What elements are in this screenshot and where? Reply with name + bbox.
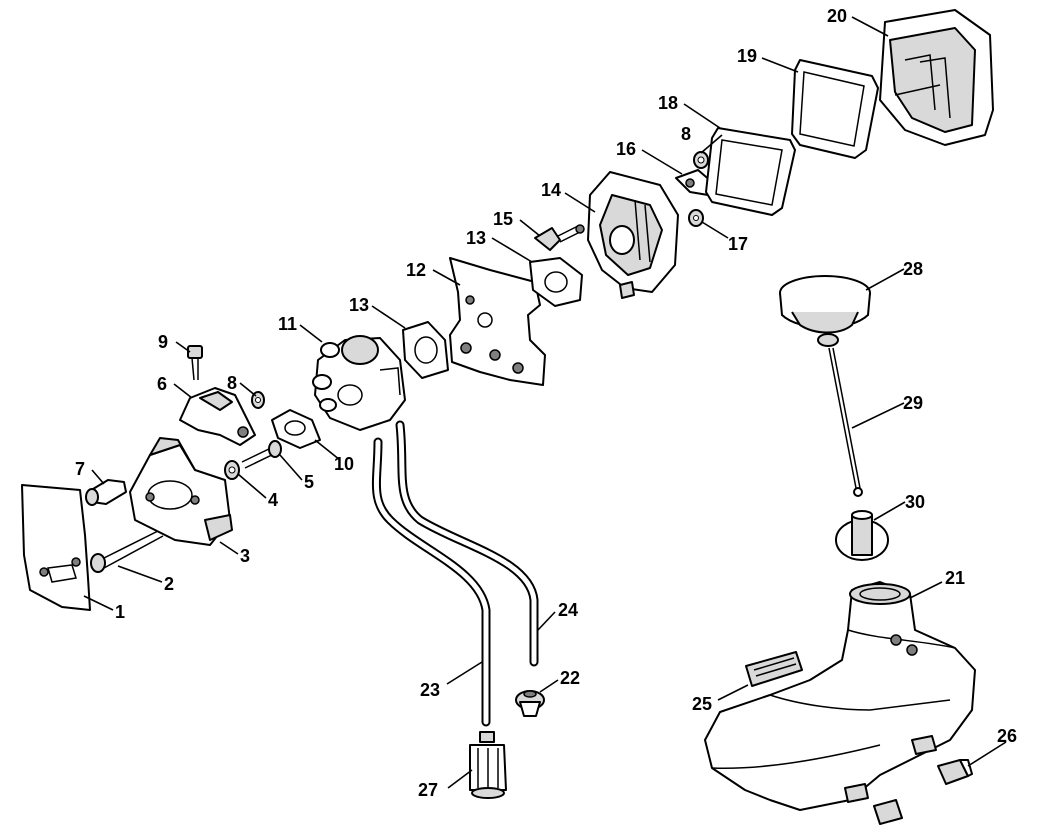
label-13-lower: 13 <box>349 295 369 315</box>
part-18-filter-plate <box>705 127 796 216</box>
part-11-carburetor <box>312 335 406 431</box>
label-24: 24 <box>558 600 578 620</box>
label-13-upper: 13 <box>466 228 486 248</box>
label-23: 23 <box>420 680 440 700</box>
label-1: 1 <box>115 602 125 622</box>
part-26-buffer-b <box>873 799 903 825</box>
label-2: 2 <box>164 574 174 594</box>
label-25: 25 <box>692 694 712 714</box>
part-26-buffer-a <box>937 759 973 785</box>
label-10: 10 <box>334 454 354 474</box>
label-11: 11 <box>278 314 297 334</box>
label-30: 30 <box>905 492 925 512</box>
label-8-left: 8 <box>227 373 237 393</box>
label-18: 18 <box>658 93 678 113</box>
label-9: 9 <box>158 332 168 352</box>
part-20-filter-cover <box>879 9 994 146</box>
part-14-carb-box <box>587 171 679 299</box>
part-10-gasket <box>271 409 321 449</box>
label-29: 29 <box>903 393 923 413</box>
label-3: 3 <box>240 546 250 566</box>
part-15-lever <box>534 224 585 251</box>
part-23-fuel-hose <box>371 437 491 727</box>
part-29-cord <box>828 347 863 497</box>
part-2-screw <box>90 529 164 573</box>
part-25-vent <box>745 651 803 687</box>
part-6-bracket <box>179 387 256 446</box>
part-4-washer <box>224 460 240 480</box>
part-28-tank-cap <box>779 275 871 347</box>
part-9-screw <box>187 345 203 381</box>
part-22-valve <box>515 690 545 717</box>
label-6: 6 <box>157 374 167 394</box>
part-7-screw <box>85 479 127 506</box>
part-1-gasket <box>21 484 91 611</box>
label-14: 14 <box>541 180 561 200</box>
part-21-fuel-tank <box>704 581 976 811</box>
label-16: 16 <box>616 139 636 159</box>
label-27: 27 <box>418 780 438 800</box>
part-13-gasket-lower <box>402 321 449 379</box>
part-labels: 1 2 3 4 5 6 7 8 9 10 11 12 13 13 14 15 1… <box>75 6 1017 800</box>
label-12: 12 <box>406 260 426 280</box>
part-8-washer-upper <box>693 151 709 169</box>
part-27-pickup-filter <box>469 731 507 799</box>
part-12-plate <box>449 257 546 386</box>
label-22: 22 <box>560 668 580 688</box>
label-20: 20 <box>827 6 847 26</box>
leader-lines <box>83 16 1007 789</box>
label-7: 7 <box>75 459 85 479</box>
part-13-gasket-upper <box>529 257 583 307</box>
label-28: 28 <box>903 259 923 279</box>
part-19-filter <box>791 59 879 159</box>
part-5-screw <box>241 440 282 469</box>
label-19: 19 <box>737 46 757 66</box>
part-30-strainer <box>835 510 889 561</box>
label-4: 4 <box>268 490 278 510</box>
label-26: 26 <box>997 726 1017 746</box>
label-21: 21 <box>945 568 965 588</box>
label-15: 15 <box>493 209 513 229</box>
part-24-fuel-hose <box>395 420 539 667</box>
label-5: 5 <box>304 472 314 492</box>
part-3-mount-block <box>129 437 233 546</box>
part-17-nut <box>688 209 704 227</box>
label-17: 17 <box>728 234 748 254</box>
label-8-upper: 8 <box>681 124 691 144</box>
